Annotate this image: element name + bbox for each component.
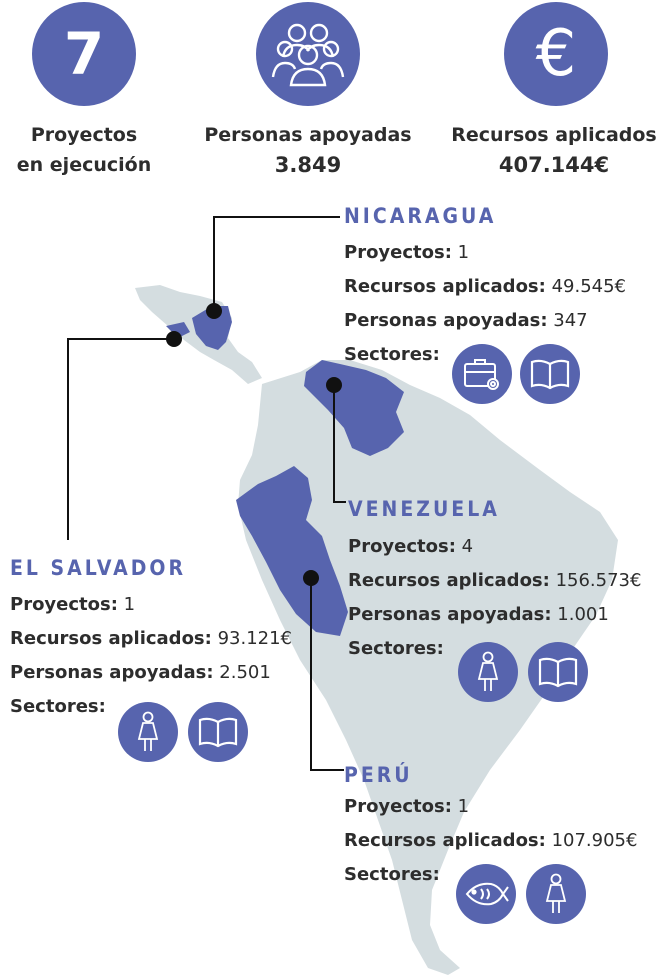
resources-label: Recursos aplicados 407.144€ xyxy=(440,120,668,180)
people-group-icon xyxy=(271,23,345,87)
peru-info: Proyectos: 1 Recursos aplicados: 107.905… xyxy=(344,796,638,885)
euro-icon: € xyxy=(535,17,577,91)
land-south-america xyxy=(238,360,618,975)
marker-el-salvador xyxy=(166,331,182,347)
nicaragua-region xyxy=(192,306,232,350)
people-total: 3.849 xyxy=(274,153,342,177)
woman-icon xyxy=(118,702,178,762)
projects-label: Proyectos en ejecución xyxy=(16,124,152,176)
marker-peru xyxy=(303,570,319,586)
el-salvador-info: Proyectos: 1 Recursos aplicados: 93.121€… xyxy=(10,594,293,717)
open-book-icon xyxy=(520,344,580,404)
country-title-peru: PERÚ xyxy=(344,763,413,787)
projects-count: 7 xyxy=(63,20,105,88)
fish-icon xyxy=(456,864,516,924)
el-salvador-region xyxy=(166,322,190,338)
woman-icon xyxy=(526,864,586,924)
people-circle xyxy=(256,2,360,106)
nicaragua-info: Proyectos: 1 Recursos aplicados: 49.545€… xyxy=(344,242,627,365)
resources-total: 407.144€ xyxy=(498,153,610,177)
people-label: Personas apoyadas 3.849 xyxy=(186,120,430,180)
woman-icon xyxy=(458,642,518,702)
marker-venezuela xyxy=(326,377,342,393)
connector-el-salvador xyxy=(67,338,174,540)
projects-count-circle: 7 xyxy=(32,2,136,106)
country-title-el-salvador: EL SALVADOR xyxy=(10,556,187,580)
resources-circle: € xyxy=(504,2,608,106)
marker-nicaragua xyxy=(206,303,222,319)
peru-region xyxy=(236,466,348,636)
venezuela-info: Proyectos: 4 Recursos aplicados: 156.573… xyxy=(348,536,642,659)
connector-peru xyxy=(310,578,344,771)
briefcase-gear-icon xyxy=(452,344,512,404)
open-book-icon xyxy=(528,642,588,702)
open-book-icon xyxy=(188,702,248,762)
country-title-nicaragua: NICARAGUA xyxy=(344,204,497,228)
connector-nicaragua xyxy=(213,216,340,311)
connector-venezuela xyxy=(333,385,346,503)
country-title-venezuela: VENEZUELA xyxy=(348,497,500,521)
